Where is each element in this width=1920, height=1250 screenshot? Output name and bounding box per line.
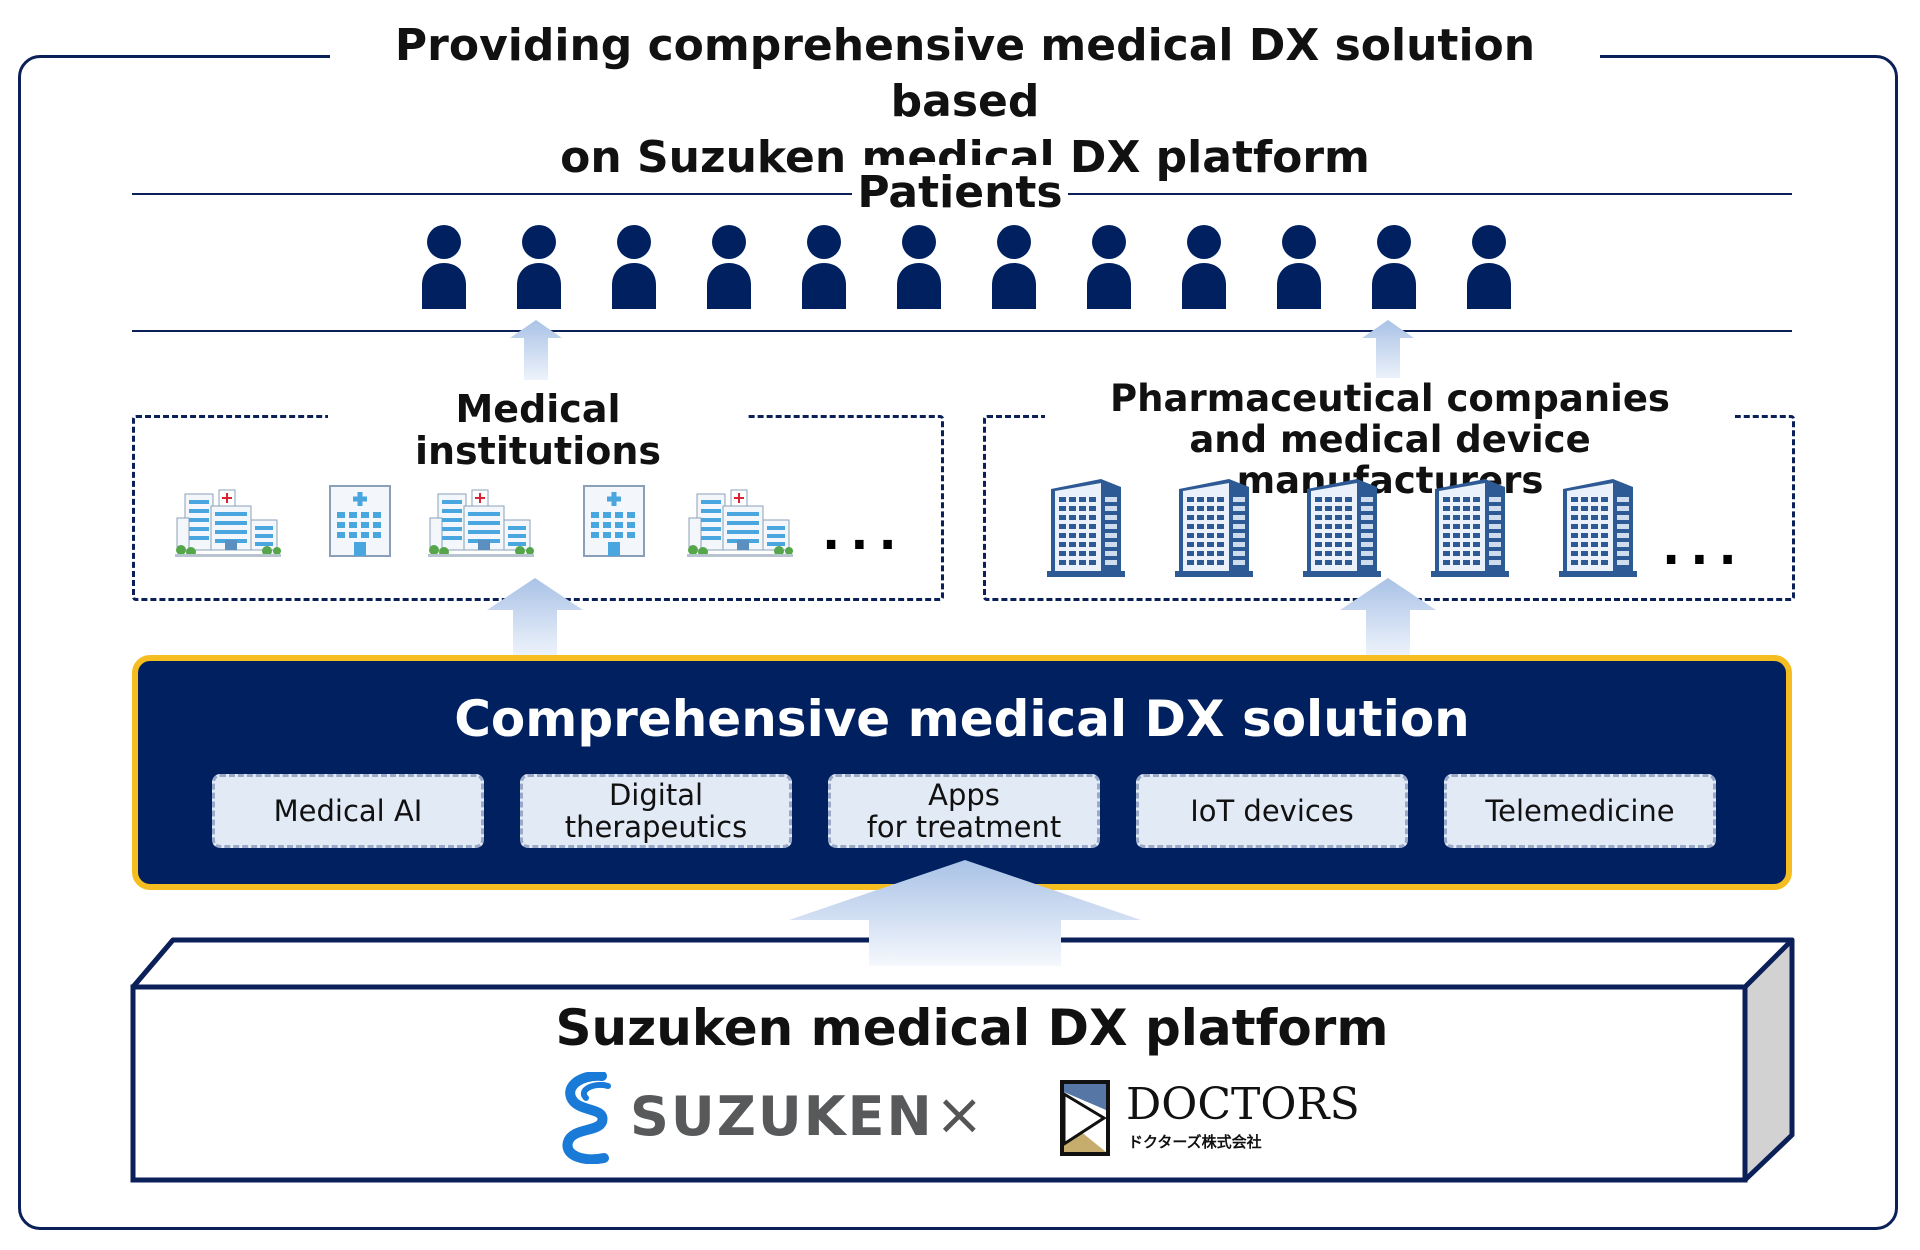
- solution-item-line2: for treatment: [866, 810, 1062, 844]
- office-building-icon: [1559, 479, 1637, 577]
- patients-bottom-line: [132, 330, 1792, 332]
- doctors-logo-subtext: ドクターズ株式会社: [1128, 1133, 1262, 1151]
- patient-icon: [422, 225, 466, 309]
- more-institutions-ellipsis: ...: [822, 505, 907, 561]
- suzuken-logo-icon: [562, 1072, 611, 1164]
- solution-item-line2: therapeutics: [564, 810, 748, 844]
- arrow-up-icon: [1362, 320, 1414, 380]
- patient-icon: [517, 225, 561, 309]
- times-icon: ×: [935, 1080, 984, 1148]
- solution-title: Comprehensive medical DX solution: [454, 690, 1470, 748]
- patient-icon: [1467, 225, 1511, 309]
- doctors-logo-text: DOCTORS: [1126, 1079, 1360, 1130]
- hospital-icon: [175, 489, 281, 557]
- platform-box: [130, 937, 1795, 1183]
- patient-icon: [992, 225, 1036, 309]
- office-building-icon: [1431, 479, 1509, 577]
- office-building-icon: [1047, 479, 1125, 577]
- solution-item-line1: IoT devices: [1190, 794, 1354, 828]
- pharma-label-line1: Pharmaceutical companies: [1110, 377, 1670, 420]
- clinic-icon: [329, 485, 391, 557]
- solution-item-medical-ai: Medical AI: [212, 774, 484, 848]
- office-building-icon: [1175, 479, 1253, 577]
- patient-icon: [707, 225, 751, 309]
- pharma-label: Pharmaceutical companies and medical dev…: [1045, 378, 1735, 501]
- arrow-up-icon: [1340, 578, 1436, 656]
- solution-item-iot-devices: IoT devices: [1136, 774, 1408, 848]
- solution-item-line1: Telemedicine: [1485, 794, 1675, 828]
- solution-item-line1: Apps: [928, 778, 1000, 812]
- solution-item-line1: Medical AI: [273, 794, 423, 828]
- solution-item-telemedicine: Telemedicine: [1444, 774, 1716, 848]
- hospital-row: [175, 478, 815, 568]
- patient-icon: [612, 225, 656, 309]
- office-building-icon: [1303, 479, 1381, 577]
- patient-icon: [897, 225, 941, 309]
- more-companies-ellipsis: ...: [1662, 520, 1747, 576]
- patient-icon: [802, 225, 846, 309]
- platform-title: Suzuken medical DX platform: [555, 999, 1389, 1057]
- arrow-up-icon: [789, 860, 1141, 966]
- patients-row: [420, 225, 1511, 311]
- building-row: [1045, 475, 1645, 581]
- arrow-up-icon: [487, 578, 583, 656]
- solution-item-line1: Digital: [608, 778, 704, 812]
- patient-icon: [1087, 225, 1131, 309]
- medical-institutions-label: Medical institutions: [328, 388, 748, 472]
- diagram-title-line1: Providing comprehensive medical DX solut…: [394, 20, 1536, 127]
- patients-label: Patients: [852, 165, 1068, 221]
- patient-icon: [1372, 225, 1416, 309]
- arrow-up-icon: [510, 320, 562, 380]
- hospital-icon: [687, 489, 793, 557]
- diagram-title: Providing comprehensive medical DX solut…: [330, 18, 1600, 186]
- hospital-icon: [428, 489, 534, 557]
- clinic-icon: [583, 485, 645, 557]
- pharma-label-line2: and medical device manufacturers: [1189, 418, 1591, 502]
- solution-block: Comprehensive medical DX solution Medica…: [132, 655, 1792, 890]
- suzuken-logo-text: SUZUKEN: [630, 1085, 934, 1148]
- doctors-logo-icon: [1060, 1080, 1110, 1156]
- patient-icon: [1277, 225, 1321, 309]
- patient-icon: [1182, 225, 1226, 309]
